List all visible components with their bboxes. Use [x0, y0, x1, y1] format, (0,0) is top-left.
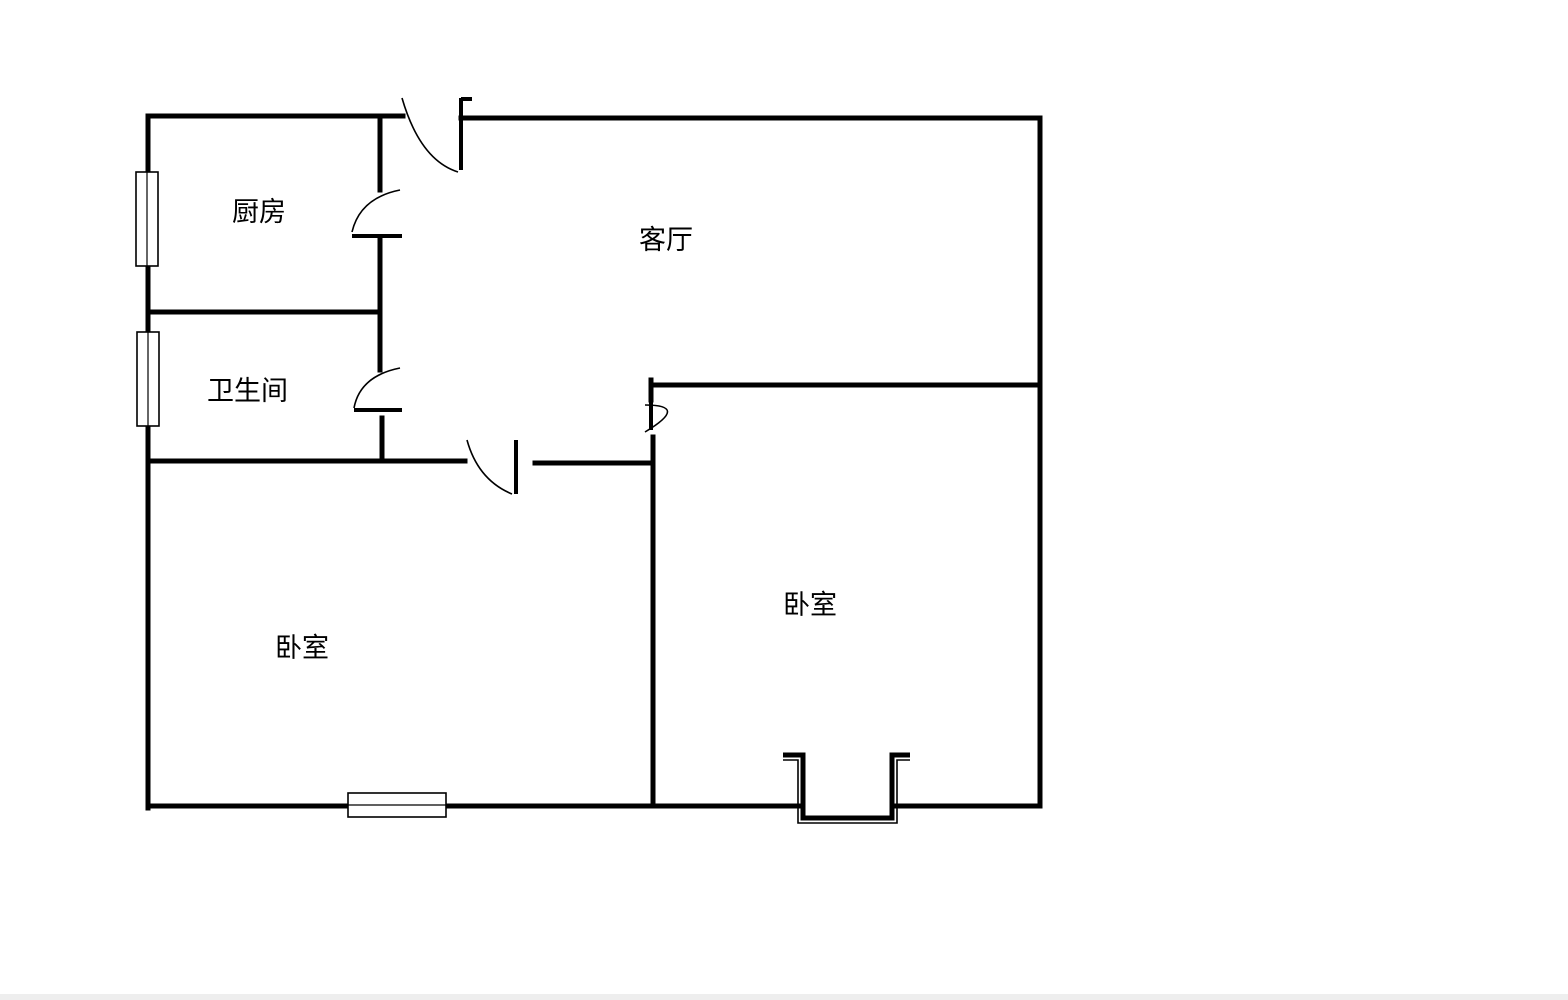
balcony-outline-inner: [783, 759, 910, 824]
bedroom-left-label: 卧室: [275, 633, 329, 664]
bathroom-window: [136, 331, 160, 427]
bedroom-left-door-swing: [466, 439, 513, 495]
kitchen-door: [351, 189, 402, 238]
bathroom-label: 卫生间: [207, 376, 288, 407]
bedroom-right-door: [644, 400, 669, 433]
entrance-door: [401, 97, 472, 173]
entrance-door-swing: [401, 97, 459, 173]
bedroom-right-label: 卧室: [783, 590, 837, 621]
kitchen-window: [135, 171, 159, 267]
bedroom-left-window: [347, 792, 447, 818]
bathroom-door-swing: [353, 367, 401, 409]
kitchen-label: 厨房: [232, 197, 286, 228]
kitchen-door-swing: [351, 189, 401, 233]
interior-walls: [145, 113, 1043, 809]
living-room-label: 客厅: [639, 225, 693, 256]
bedroom-right-door-swing: [644, 404, 669, 433]
balcony-bay: [783, 752, 910, 824]
bedroom-left-door: [466, 439, 518, 495]
bathroom-door: [353, 367, 402, 412]
bottom-edge-strip: [0, 994, 1568, 1000]
balcony-outline-outer: [783, 752, 910, 821]
